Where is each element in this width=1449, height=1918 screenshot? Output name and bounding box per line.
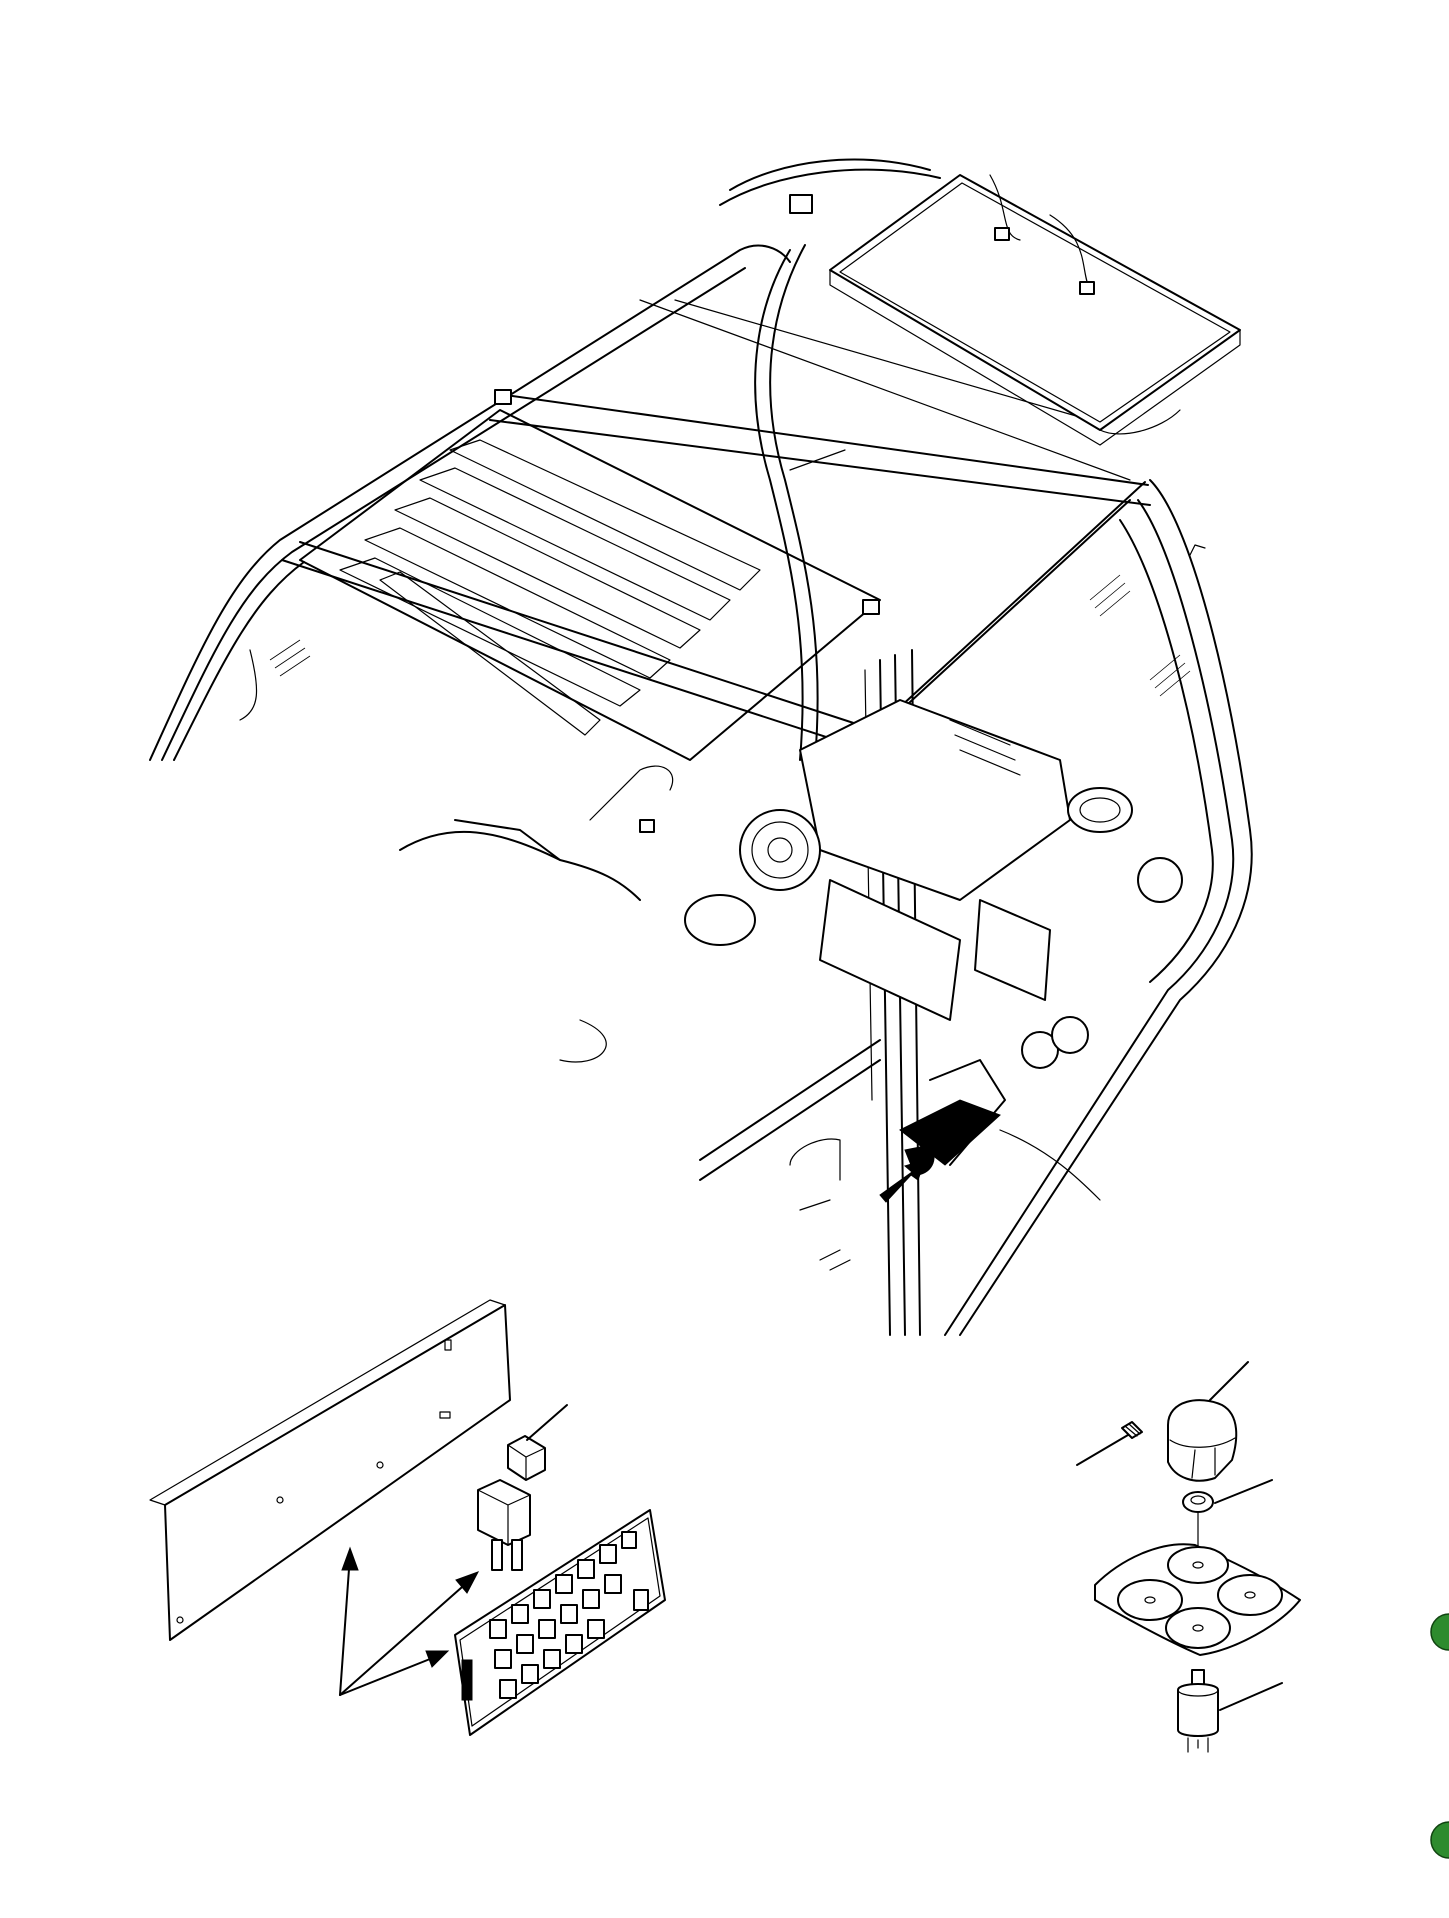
control-face-plate (1094, 1543, 1301, 1656)
relay-socket (477, 1479, 531, 1571)
roof-radiator (719, 158, 1241, 446)
roof-frame (149, 244, 1151, 761)
grille-slots (339, 439, 761, 736)
relay-panel-detail (149, 1299, 666, 1736)
glass-hatching (269, 574, 1191, 697)
callout-leader (526, 1404, 568, 1441)
callout-leader (1209, 1361, 1249, 1401)
relay (507, 1435, 546, 1481)
bracket (494, 389, 512, 405)
heater-blower-unit (684, 699, 1183, 1069)
control-knob (1167, 1399, 1238, 1482)
rear-pillar (944, 479, 1253, 1336)
callout-leader (1219, 1682, 1283, 1711)
rotary-switch (1177, 1669, 1219, 1753)
cab-assembly (149, 158, 1253, 1336)
control-knob-detail (1076, 1361, 1301, 1753)
green-circle-marker (1430, 1821, 1449, 1859)
callout-leader (1076, 1434, 1129, 1466)
heater-hose (754, 244, 846, 761)
mounting-panel (149, 1299, 511, 1641)
set-screw (1121, 1421, 1143, 1439)
board-components (461, 1531, 649, 1701)
nut (1182, 1491, 1214, 1513)
location-arrow (879, 1159, 926, 1203)
callout-leader (1214, 1479, 1273, 1504)
reference-arrows (339, 1546, 480, 1696)
green-circle-marker (1430, 1613, 1449, 1651)
bracket (862, 599, 880, 615)
fuse-relay-board (454, 1509, 666, 1736)
bracket (639, 819, 655, 833)
